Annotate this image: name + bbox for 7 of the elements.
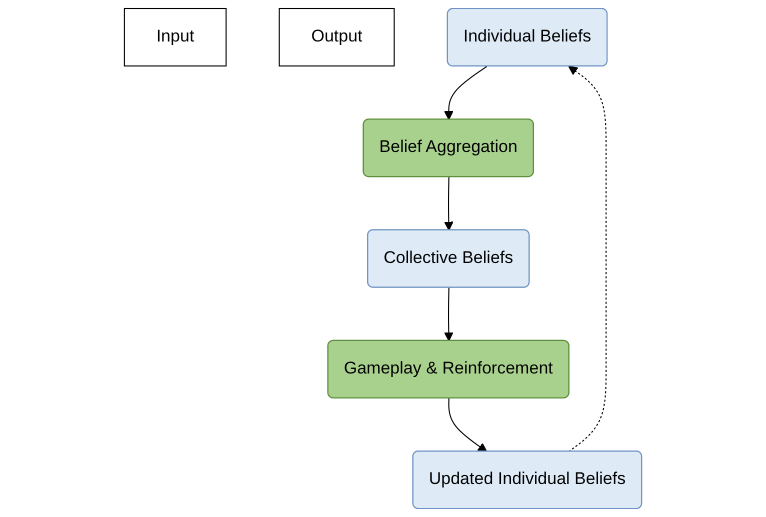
- arrow: [444, 177, 454, 231]
- arrow: [444, 66, 488, 120]
- arrow: [444, 288, 454, 342]
- node-box: Output: [278, 8, 395, 66]
- arrow: [448, 398, 488, 452]
- arrow: [568, 66, 607, 452]
- node-box: Input: [124, 8, 227, 66]
